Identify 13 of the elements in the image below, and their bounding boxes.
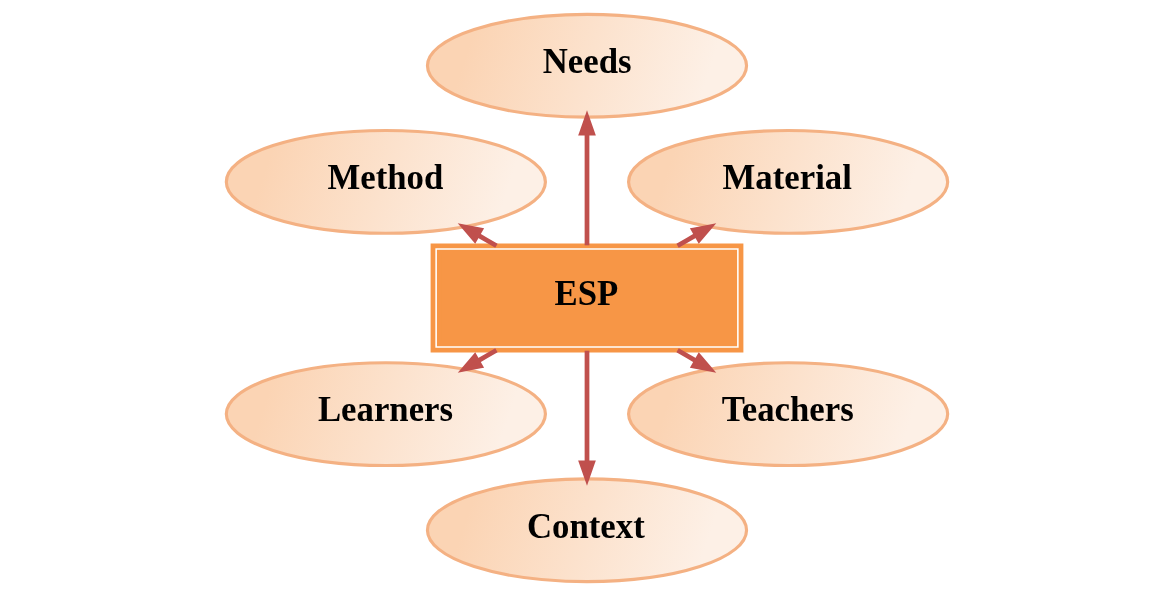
node-ellipse: Method: [224, 128, 547, 235]
node-box: ESP: [430, 243, 743, 353]
node-ellipse: Needs: [425, 12, 748, 119]
node-ellipse: Material: [626, 128, 949, 235]
node-ellipse: Context: [425, 477, 748, 584]
node-ellipse: Teachers: [626, 361, 949, 468]
arrow: [675, 348, 716, 373]
arrow: [577, 110, 596, 246]
arrow: [675, 223, 716, 248]
arrow: [457, 223, 498, 248]
arrow: [457, 348, 498, 373]
node-ellipse: Learners: [224, 361, 547, 468]
arrow: [577, 350, 596, 486]
